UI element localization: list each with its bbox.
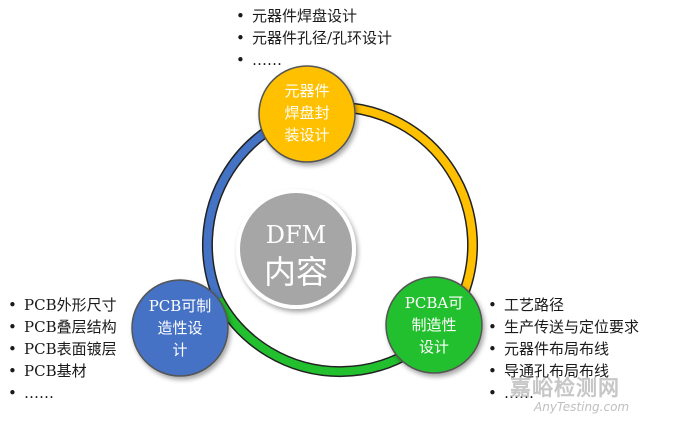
node-top-line2: 焊盘封 <box>284 104 329 122</box>
list-item: 导通孔布局布线 <box>488 360 639 382</box>
list-item: …… <box>488 382 639 404</box>
node-right-line3: 设计 <box>419 338 449 356</box>
center-label-line2: 内容 <box>264 253 328 291</box>
node-top-line1: 元器件 <box>284 82 329 100</box>
node-left-line1: PCB可制 <box>149 297 212 315</box>
node-right-line1: PCBA可 <box>405 294 463 312</box>
node-left-line2: 造性设 <box>157 319 202 337</box>
node-right <box>385 276 483 374</box>
list-item: PCB基材 <box>8 360 117 382</box>
left-node-details-list: PCB外形尺寸 PCB叠层结构 PCB表面镀层 PCB基材 …… <box>8 294 117 404</box>
list-item: PCB表面镀层 <box>8 338 117 360</box>
center-node <box>236 189 356 309</box>
node-right-line2: 制造性 <box>411 316 456 334</box>
list-item: 元器件布局布线 <box>488 338 639 360</box>
list-item: PCB外形尺寸 <box>8 294 117 316</box>
node-top-line3: 装设计 <box>284 126 329 144</box>
list-item: 工艺路径 <box>488 294 639 316</box>
right-node-details-list: 工艺路径 生产传送与定位要求 元器件布局布线 导通孔布局布线 …… <box>488 294 639 404</box>
watermark-url: AnyTesting.com <box>534 400 630 414</box>
list-item: PCB叠层结构 <box>8 316 117 338</box>
list-item: 元器件焊盘设计 <box>236 5 392 27</box>
list-item: …… <box>8 382 117 404</box>
top-node-details-list: 元器件焊盘设计 元器件孔径/孔环设计 …… <box>236 5 392 71</box>
list-item: …… <box>236 49 392 71</box>
ring-arc-top-right <box>339 101 479 302</box>
node-left-line3: 计 <box>172 341 187 359</box>
center-label-line1: DFM <box>266 221 326 249</box>
watermark-text: 嘉峪检测网 <box>510 376 620 400</box>
node-left <box>131 279 229 377</box>
list-item: 元器件孔径/孔环设计 <box>236 27 392 49</box>
list-item: 生产传送与定位要求 <box>488 316 639 338</box>
